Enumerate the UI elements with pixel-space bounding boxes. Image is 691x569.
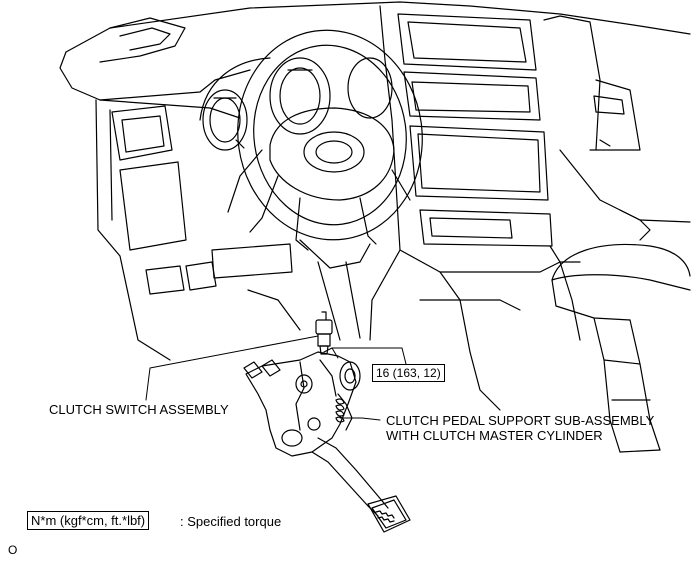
left-vent <box>111 105 293 295</box>
clutch-switch-label: CLUTCH SWITCH ASSEMBLY <box>49 402 229 417</box>
seat <box>551 243 691 453</box>
center-stack <box>369 5 641 341</box>
clutch-pedal-support-part <box>243 351 411 533</box>
torque-legend-text: : Specified torque <box>180 514 282 529</box>
torque-value-box: 16 (163, 12) <box>372 364 445 382</box>
pedal-support-label-line2: WITH CLUTCH MASTER CYLINDER <box>386 428 603 443</box>
steering-wheel <box>227 29 423 251</box>
leader-lines <box>145 335 407 421</box>
torque-legend-box: N*m (kgf*cm, ft.*lbf) <box>27 511 150 530</box>
floor-console <box>399 149 691 411</box>
figure-mark: O <box>8 543 18 557</box>
steering-column <box>247 239 371 341</box>
dashboard-outline <box>59 1 691 361</box>
clutch-switch-part <box>315 311 333 355</box>
pedal-support-label-line1: CLUTCH PEDAL SUPPORT SUB-ASSEMBLY <box>386 413 655 428</box>
instrument-cluster <box>199 57 393 151</box>
